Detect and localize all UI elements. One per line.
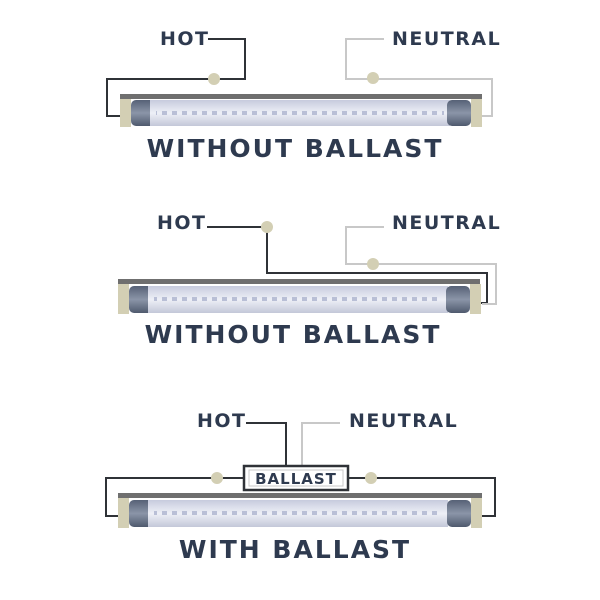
- left-end-cap: [131, 100, 155, 126]
- ballast-label: BALLAST: [255, 470, 337, 488]
- led-tube: [118, 493, 482, 528]
- hot-junction: [261, 221, 273, 233]
- hot-label: HOT: [197, 410, 247, 432]
- led-tube: [118, 279, 481, 314]
- right-pin: [471, 498, 482, 528]
- neutral-junction: [367, 258, 379, 270]
- neutral-wire: [345, 226, 497, 305]
- ballast: BALLAST: [242, 464, 350, 492]
- ballast-output-right: [348, 477, 496, 517]
- right-pin: [470, 284, 481, 314]
- diagram-1: HOT NEUTRAL WITHOUT BALLAST: [106, 28, 501, 163]
- hot-label: HOT: [160, 28, 210, 50]
- left-pin: [120, 99, 131, 127]
- fixture-rail: [120, 94, 482, 99]
- right-pin: [471, 99, 482, 127]
- hot-label: HOT: [157, 212, 207, 234]
- diagram-3: HOT NEUTRAL BALLAST WITH BALLAST: [105, 410, 496, 564]
- left-end-cap: [129, 500, 153, 527]
- hot-junction: [208, 73, 220, 85]
- neutral-label: NEUTRAL: [349, 410, 458, 432]
- fixture-rail: [118, 493, 482, 498]
- neutral-junction: [367, 72, 379, 84]
- right-junction: [365, 472, 377, 484]
- neutral-wire: [301, 422, 340, 466]
- led-strip: [154, 297, 442, 301]
- neutral-label: NEUTRAL: [392, 212, 501, 234]
- hot-wire: [106, 38, 246, 117]
- right-end-cap: [447, 500, 471, 527]
- fixture-rail: [118, 279, 480, 284]
- diagram-2: HOT NEUTRAL WITHOUT BALLAST: [118, 212, 501, 349]
- right-end-cap: [447, 100, 471, 126]
- ballast-inner-border: [248, 469, 344, 487]
- neutral-label: NEUTRAL: [392, 28, 501, 50]
- led-strip: [154, 511, 442, 515]
- right-end-cap: [446, 286, 470, 313]
- left-end-cap: [129, 286, 153, 313]
- led-tube: [120, 94, 482, 127]
- ballast-output-left: [105, 477, 244, 517]
- hot-wire: [246, 422, 287, 466]
- left-junction: [211, 472, 223, 484]
- caption: WITHOUT BALLAST: [145, 320, 442, 349]
- left-pin: [118, 498, 129, 528]
- caption: WITHOUT BALLAST: [147, 134, 444, 163]
- left-pin: [118, 284, 129, 314]
- caption: WITH BALLAST: [179, 535, 411, 564]
- neutral-wire: [345, 38, 493, 117]
- led-strip: [156, 111, 444, 115]
